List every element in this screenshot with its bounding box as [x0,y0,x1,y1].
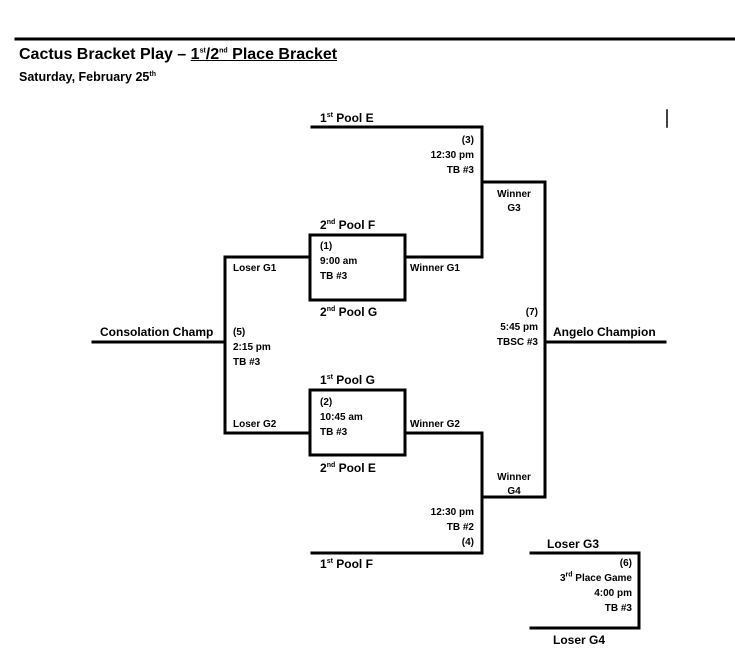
team-1st-pool-e: 1st Pool E [320,111,374,125]
game5-info: (5) 2:15 pm TB #3 [233,327,271,368]
game1-box [308,233,407,302]
consolation-champ-label: Consolation Champ [100,325,214,339]
game6-info: (6) 3rd Place Game 4:00 pm TB #3 [559,558,632,614]
team-2nd-pool-f: 2nd Pool F [320,218,376,232]
label-loser-g4: Loser G4 [553,633,606,647]
game4-info: 12:30 pm TB #2 (4) [430,507,474,548]
label-winner-g1: Winner G1 [410,263,460,274]
game1-info: (1) 9:00 am TB #3 [320,241,358,282]
angelo-champion-label: Angelo Champion [553,325,656,339]
game3-info: (3) 12:30 pm TB #3 [430,135,474,176]
team-1st-pool-g: 1st Pool G [320,373,375,387]
game7-info: (7) 5:45 pm TBSC #3 [496,307,538,348]
game5-bracket [223,255,312,435]
team-2nd-pool-g: 2nd Pool G [320,305,378,319]
game7-bracket [480,180,547,499]
page-title: Cactus Bracket Play – 1st/2nd Place Brac… [19,46,338,63]
game3-bracket [310,125,484,259]
game2-box [308,388,407,457]
page-subtitle-date: Saturday, February 25th [19,70,156,84]
label-winner-g4: Winner G4 [497,472,531,497]
label-winner-g3: Winner G3 [497,189,531,214]
team-2nd-pool-e: 2nd Pool E [320,461,376,475]
label-loser-g3: Loser G3 [547,537,600,551]
game6-bracket [529,551,641,630]
game4-bracket [310,431,484,555]
label-winner-g2: Winner G2 [410,419,460,430]
team-1st-pool-f: 1st Pool F [320,557,373,571]
label-loser-g2: Loser G2 [233,419,277,430]
game2-info: (2) 10:45 am TB #3 [320,397,363,438]
label-loser-g1: Loser G1 [233,263,277,274]
